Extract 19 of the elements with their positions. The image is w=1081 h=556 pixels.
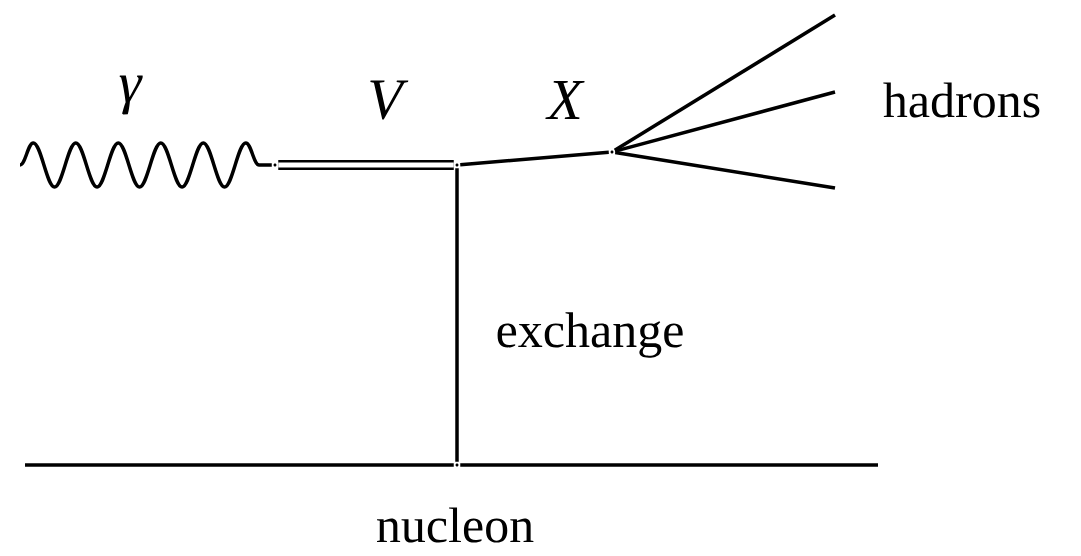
vertex	[455, 463, 459, 467]
particle-label: hadrons	[883, 82, 1040, 118]
line	[614, 90, 836, 153]
nucleon-line	[25, 463, 454, 467]
particle-label: nucleon	[377, 507, 534, 543]
exchange-line	[455, 168, 459, 462]
edge-label: exchange	[497, 312, 683, 358]
vertex	[455, 163, 459, 167]
vertex	[273, 163, 277, 167]
line	[460, 150, 609, 167]
line	[614, 150, 836, 190]
nucleon-line	[460, 463, 878, 467]
edge-label: X	[545, 81, 585, 119]
edge-label: V	[370, 80, 409, 120]
edge-label: γ	[119, 75, 143, 115]
double-line	[278, 160, 454, 170]
photon-wave-line	[18, 141, 272, 189]
vertex	[610, 150, 614, 154]
line	[613, 13, 836, 152]
